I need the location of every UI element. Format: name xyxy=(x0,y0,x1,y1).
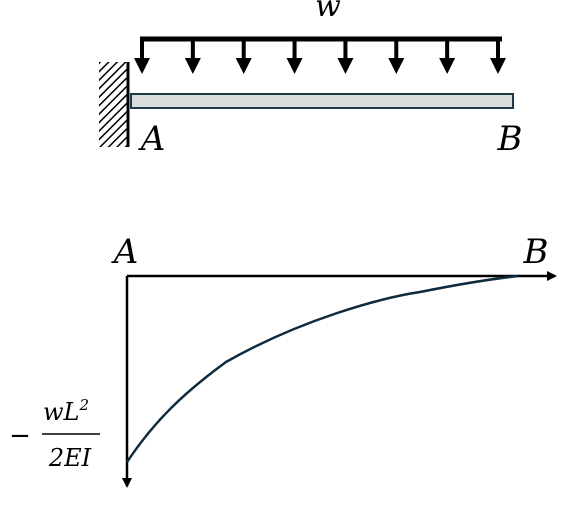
min-value-exponent: 2 xyxy=(78,396,89,414)
response-curve xyxy=(125,274,519,463)
min-value-denominator: 2EI xyxy=(48,444,92,472)
load-arrow xyxy=(235,39,252,74)
diagram-start-label: A xyxy=(111,232,139,272)
beam-schematic: w A B xyxy=(99,0,523,159)
min-value-label: − wL2 2EI xyxy=(9,396,100,472)
min-value-numerator: wL2 xyxy=(43,396,89,426)
fixed-support-hatch xyxy=(99,62,127,147)
support-label: A xyxy=(138,119,166,159)
min-value-sign: − xyxy=(9,421,31,451)
load-arrow xyxy=(134,39,150,74)
beam-body xyxy=(130,93,514,109)
load-arrow xyxy=(337,39,354,74)
load-label: w xyxy=(315,0,341,24)
diagram-end-label: B xyxy=(523,232,549,272)
load-arrow xyxy=(184,39,201,74)
load-arrows xyxy=(134,39,506,74)
load-arrow xyxy=(388,39,405,74)
load-arrow xyxy=(490,39,506,74)
free-end-label: B xyxy=(497,119,523,159)
load-arrow xyxy=(439,39,456,74)
response-diagram: A B − wL2 2EI xyxy=(9,232,557,488)
load-arrow xyxy=(286,39,303,74)
